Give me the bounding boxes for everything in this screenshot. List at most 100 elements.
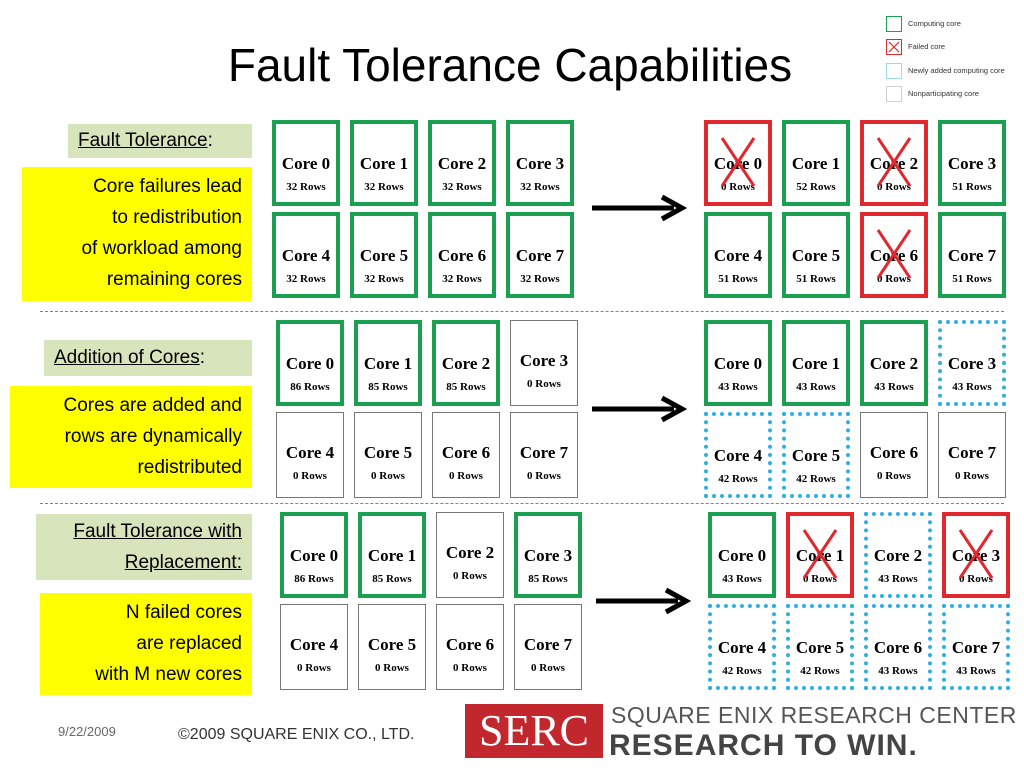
core-rows: 32 Rows	[364, 273, 404, 285]
core-name: Core 7	[947, 443, 997, 462]
section-divider	[40, 311, 1004, 312]
core-rows: 43 Rows	[878, 665, 918, 677]
legend-label: Failed core	[908, 42, 946, 51]
core-rows: 0 Rows	[453, 662, 487, 674]
core-box-computing: Core 2 43 Rows	[860, 320, 928, 406]
core-box-nonpart: Core 5 0 Rows	[358, 604, 426, 690]
core-rows: 32 Rows	[442, 273, 482, 285]
section-label-suffix: :	[199, 347, 206, 368]
core-rows: 32 Rows	[520, 273, 560, 285]
core-name: Core 0	[713, 354, 763, 373]
core-name: Core 3	[947, 154, 997, 173]
core-name: Core 3	[519, 351, 569, 370]
core-name: Core 2	[437, 154, 487, 173]
core-box-nonpart: Core 6 0 Rows	[436, 604, 504, 690]
core-rows: 85 Rows	[368, 381, 408, 393]
core-name: Core 1	[363, 354, 413, 373]
core-box-new: Core 5 42 Rows	[786, 604, 854, 690]
core-name: Core 4	[717, 638, 767, 657]
serc-logo: SERC SQUARE ENIX RESEARCH CENTER RESEARC…	[465, 702, 1017, 762]
core-name: Core 2	[869, 354, 919, 373]
core-box-computing: Core 1 85 Rows	[354, 320, 422, 406]
core-name: Core 5	[795, 638, 845, 657]
description-line: rows are dynamically	[64, 426, 242, 447]
legend-item-new: Newly added computing core	[886, 63, 1024, 83]
failed-x-icon	[876, 137, 912, 187]
core-name: Core 6	[441, 443, 491, 462]
failed-x-icon	[802, 529, 838, 579]
failed-x-icon	[876, 229, 912, 279]
slide-date: 9/22/2009	[58, 724, 116, 739]
core-name: Core 0	[717, 546, 767, 565]
core-rows: 0 Rows	[297, 662, 331, 674]
core-rows: 0 Rows	[803, 573, 837, 585]
core-rows: 0 Rows	[527, 470, 561, 482]
section-divider	[40, 503, 1004, 504]
legend-label: Newly added computing core	[908, 66, 1005, 75]
legend-item-nonpart: Nonparticipating core	[886, 86, 1024, 106]
logo-top-text: SQUARE ENIX RESEARCH CENTER	[611, 702, 1017, 728]
core-rows: 0 Rows	[959, 573, 993, 585]
section-label-suffix: :	[207, 130, 213, 151]
core-rows: 42 Rows	[800, 665, 840, 677]
section-label-text: Fault Tolerance	[78, 130, 208, 151]
core-name: Core 1	[367, 546, 417, 565]
core-box-computing: Core 0 86 Rows	[276, 320, 344, 406]
core-rows: 85 Rows	[528, 573, 568, 585]
core-name: Core 0	[285, 354, 335, 373]
description-line: Cores are added and	[63, 395, 242, 416]
core-rows: 86 Rows	[294, 573, 334, 585]
core-box-computing: Core 2 32 Rows	[428, 120, 496, 206]
core-name: Core 6	[445, 635, 495, 654]
core-rows: 0 Rows	[293, 470, 327, 482]
legend-item-failed: Failed core	[886, 39, 1024, 59]
section-label-addition-of-cores: Addition of Cores:	[44, 340, 252, 376]
right-arrow-icon	[592, 395, 688, 423]
right-arrow-icon	[596, 587, 692, 615]
core-rows: 86 Rows	[290, 381, 330, 393]
core-rows: 51 Rows	[952, 273, 992, 285]
core-rows: 32 Rows	[442, 181, 482, 193]
core-rows: 42 Rows	[796, 473, 836, 485]
description-line: to redistribution	[112, 207, 242, 228]
core-name: Core 5	[367, 635, 417, 654]
core-rows: 0 Rows	[877, 273, 911, 285]
core-name: Core 4	[289, 635, 339, 654]
core-rows: 43 Rows	[874, 381, 914, 393]
core-rows: 85 Rows	[372, 573, 412, 585]
core-rows: 0 Rows	[877, 181, 911, 193]
core-name: Core 6	[437, 246, 487, 265]
core-rows: 0 Rows	[375, 662, 409, 674]
description-line: are replaced	[136, 633, 242, 654]
core-name: Core 4	[713, 446, 763, 465]
logo-bottom-text: RESEARCH TO WIN.	[609, 729, 918, 762]
core-box-computing: Core 1 85 Rows	[358, 512, 426, 598]
description-line: redistributed	[137, 457, 242, 478]
section-label-text: Addition of Cores	[54, 347, 200, 368]
core-name: Core 4	[713, 246, 763, 265]
legend-nonpart-swatch	[886, 86, 902, 102]
core-name: Core 5	[363, 443, 413, 462]
core-box-computing: Core 7 32 Rows	[506, 212, 574, 298]
core-rows: 0 Rows	[449, 470, 483, 482]
core-name: Core 7	[951, 638, 1001, 657]
core-name: Core 7	[515, 246, 565, 265]
core-name: Core 6	[869, 443, 919, 462]
